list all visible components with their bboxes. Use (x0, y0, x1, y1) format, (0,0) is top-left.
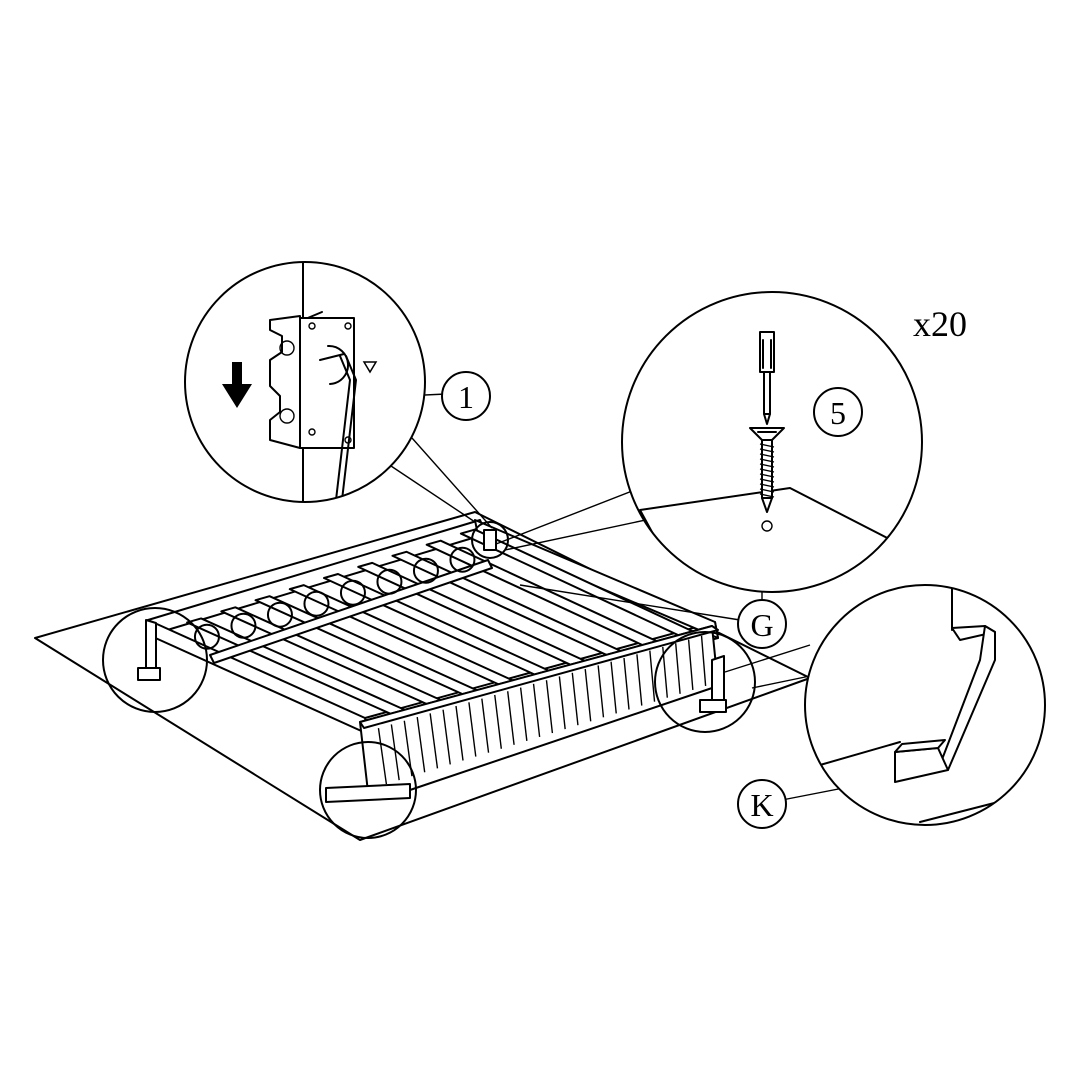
screw-location-circle (193, 623, 220, 650)
foot-right (699, 699, 727, 713)
detail-screw: 5 x20 (621, 291, 967, 593)
slat (288, 584, 520, 688)
headboard-stripe (506, 691, 515, 745)
headboard-stripe (610, 661, 617, 714)
bracket-back (483, 529, 497, 551)
callout-circle-5 (813, 387, 863, 437)
callout-K: K (750, 787, 773, 823)
screw-location-circle (339, 579, 366, 606)
screw-thread (759, 488, 775, 493)
headboard-stripe (584, 669, 592, 722)
leg-left (145, 619, 157, 676)
screw-location-circle (303, 590, 330, 617)
headboard-stripe (442, 709, 451, 765)
magnifier-left-corner (102, 607, 208, 713)
screw-location-circle (266, 601, 293, 628)
down-arrow-icon (222, 362, 252, 408)
screw-thread (759, 483, 775, 488)
screw-location-circle (376, 568, 403, 595)
headboard-stripe (597, 665, 605, 718)
callout-circle-K (737, 779, 787, 829)
screw-thread (759, 473, 775, 478)
rotate-arrow-icon (327, 344, 350, 385)
headboard-stripe (468, 702, 477, 757)
headboard-stripe (700, 635, 707, 687)
headboard-stripe (571, 672, 579, 726)
headboard-stripe (455, 705, 464, 761)
quantity-label: x20 (913, 304, 967, 344)
allen-key-icon (335, 355, 351, 501)
callout-1: 1 (458, 379, 474, 415)
callout-circle-G (737, 599, 787, 649)
headboard-stripe (377, 728, 388, 785)
screw-location-circle (449, 546, 476, 573)
bed-frame (137, 519, 727, 803)
headboard-stripe (429, 713, 439, 769)
magnifier-right-corner (654, 631, 756, 733)
screw-thread (759, 463, 775, 468)
headboard-stripe (532, 683, 541, 738)
headboard-stripe (649, 650, 656, 702)
headboard-stripe (519, 687, 528, 741)
screw-thread (759, 493, 775, 498)
screw-thread (759, 448, 775, 453)
screw-thread (759, 468, 775, 473)
headboard-stripe (481, 698, 490, 753)
screw-thread (759, 478, 775, 483)
detail-bracket: 1 (184, 261, 491, 503)
screw-thread (759, 453, 775, 458)
screwdriver-icon (759, 331, 775, 425)
headboard-stripe (636, 654, 643, 706)
callout-G: G (750, 607, 773, 643)
headboard-stripe (687, 639, 694, 690)
callout-circle-1 (441, 371, 491, 421)
leader-lines (359, 393, 896, 801)
headboard-stripe (558, 676, 566, 730)
headboard-stripes (377, 635, 707, 785)
slat (254, 595, 484, 698)
screw-thread (759, 443, 775, 448)
callout-G-group: G (737, 599, 787, 649)
detail-foot: K (737, 584, 1046, 829)
foot-left (137, 667, 161, 681)
screw-location-circles (193, 546, 476, 650)
callout-5: 5 (830, 395, 846, 431)
headboard-stripe (545, 680, 554, 734)
magnifier-near-corner (319, 741, 417, 839)
slat (323, 573, 555, 678)
screw-icon (749, 427, 785, 513)
screw-location-circle (412, 557, 439, 584)
headboard-stripe (623, 657, 630, 710)
foot-near (325, 783, 411, 803)
headboard-stripe (416, 716, 426, 773)
headboard-stripe (494, 694, 503, 749)
headboard-stripe (674, 643, 681, 694)
headboard-stripe (390, 724, 400, 781)
screw-location-circle (230, 612, 257, 639)
screw-thread (759, 458, 775, 463)
